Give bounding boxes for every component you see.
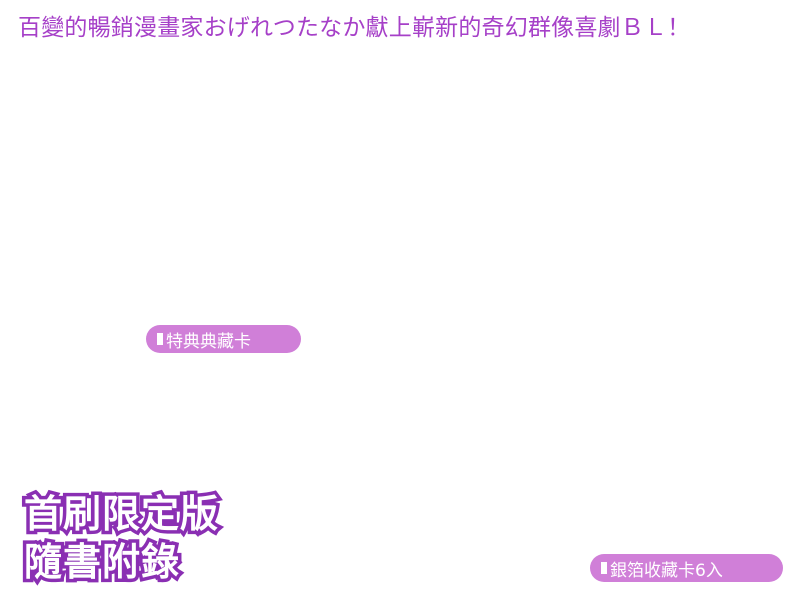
first-print-line-2: 隨書附錄 xyxy=(21,537,183,588)
first-print-badge: 首刷限定版 隨書附錄 xyxy=(21,489,234,588)
special-card-badge: 特典典藏卡 xyxy=(146,325,301,353)
foil-card-label: 銀箔收藏卡6入 xyxy=(610,560,723,581)
bullet-mark-icon xyxy=(601,562,607,574)
promo-headline: 百變的暢銷漫畫家おげれつたなか獻上嶄新的奇幻群像喜劇ＢＬ！ xyxy=(18,15,691,41)
first-print-line-1: 首刷限定版 xyxy=(21,489,222,540)
bullet-mark-icon xyxy=(157,333,163,345)
special-card-label: 特典典藏卡 xyxy=(166,331,251,352)
foil-card-badge: 銀箔收藏卡6入 xyxy=(590,554,783,582)
